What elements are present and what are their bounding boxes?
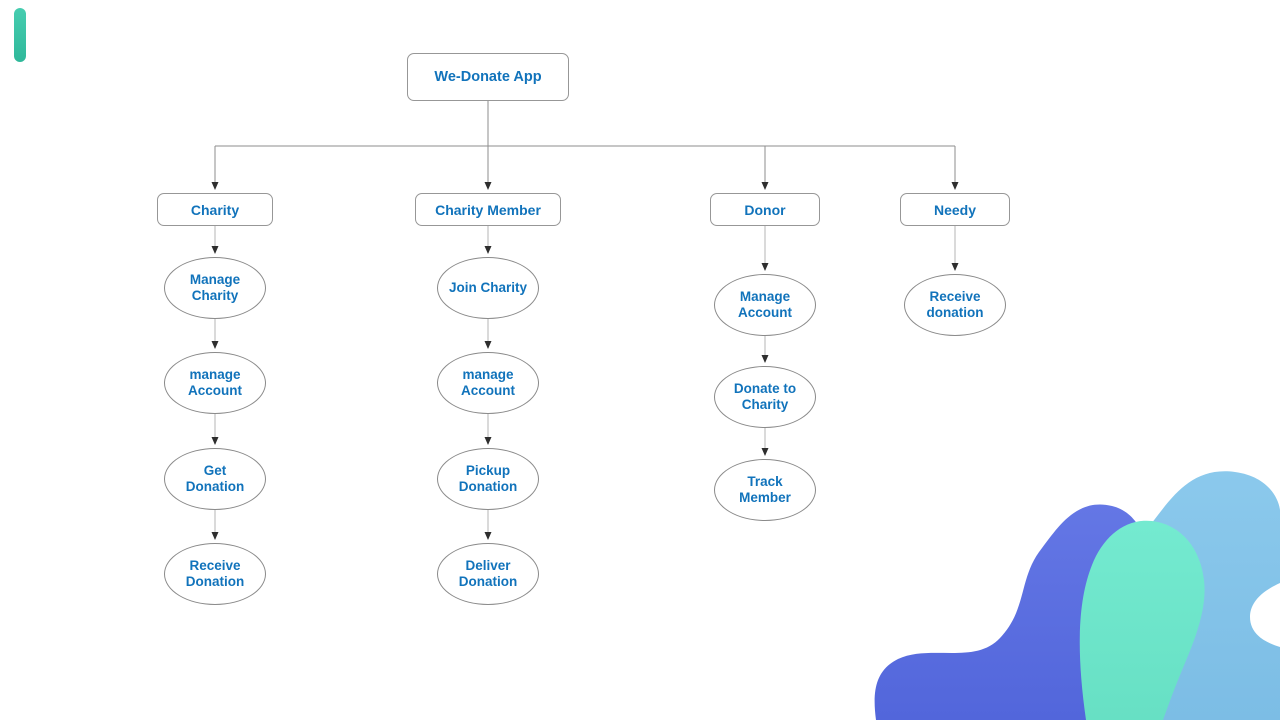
node-manage-account-charity[interactable]: manage Account xyxy=(164,352,266,414)
node-label: Deliver Donation xyxy=(458,558,518,589)
node-donate-to-charity[interactable]: Donate to Charity xyxy=(714,366,816,428)
node-track-member[interactable]: Track Member xyxy=(714,459,816,521)
blob-blue-icon xyxy=(1111,471,1280,720)
node-label: manage Account xyxy=(188,367,242,398)
node-receive-donation-needy[interactable]: Receive donation xyxy=(904,274,1006,336)
node-branch-needy[interactable]: Needy xyxy=(900,193,1010,226)
node-label: Manage Account xyxy=(738,289,792,320)
node-label: Track Member xyxy=(739,474,791,505)
node-label: Join Charity xyxy=(448,280,527,296)
node-label: Donate to Charity xyxy=(733,381,797,412)
node-label: manage Account xyxy=(461,367,515,398)
node-join-charity[interactable]: Join Charity xyxy=(437,257,539,319)
node-manage-account-donor[interactable]: Manage Account xyxy=(714,274,816,336)
accent-bar xyxy=(14,8,26,62)
node-pickup-donation[interactable]: Pickup Donation xyxy=(437,448,539,510)
node-root-we-donate-app[interactable]: We-Donate App xyxy=(407,53,569,101)
node-manage-charity[interactable]: Manage Charity xyxy=(164,257,266,319)
node-label: Receive donation xyxy=(926,289,984,320)
blob-teal-icon xyxy=(1079,520,1205,720)
node-branch-charity[interactable]: Charity xyxy=(157,193,273,226)
node-branch-charity-member[interactable]: Charity Member xyxy=(415,193,561,226)
node-get-donation[interactable]: Get Donation xyxy=(164,448,266,510)
node-branch-donor[interactable]: Donor xyxy=(710,193,820,226)
node-label: Pickup Donation xyxy=(458,463,518,494)
node-label: Get Donation xyxy=(185,463,245,494)
node-manage-account-member[interactable]: manage Account xyxy=(437,352,539,414)
node-label: Receive Donation xyxy=(185,558,245,589)
node-deliver-donation[interactable]: Deliver Donation xyxy=(437,543,539,605)
blob-purple-icon xyxy=(874,504,1162,720)
node-receive-donation-charity[interactable]: Receive Donation xyxy=(164,543,266,605)
node-label: Manage Charity xyxy=(189,272,241,303)
